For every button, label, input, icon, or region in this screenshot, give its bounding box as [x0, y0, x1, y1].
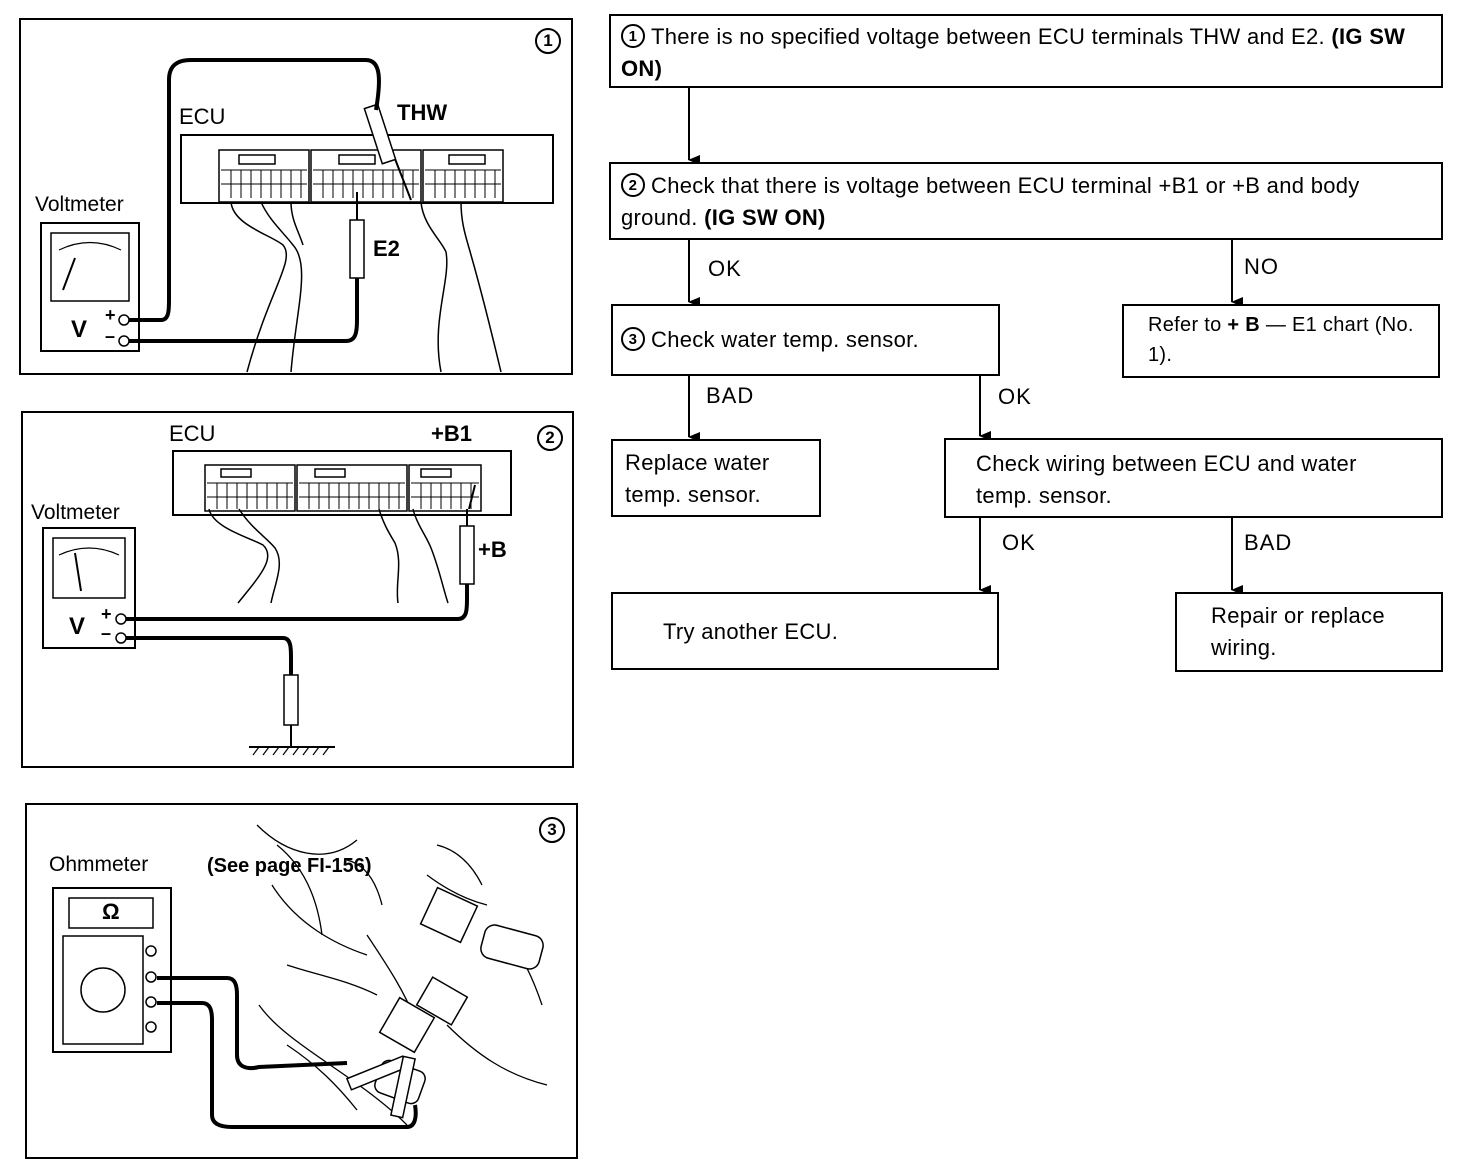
flow-refer-b-e1: Refer to + B — E1 chart (No. 1). — [1122, 304, 1440, 378]
panel-1-illustration — [40, 58, 554, 373]
check-wiring-text: Check wiring between ECU and water temp.… — [976, 451, 1357, 508]
panel-2-number: 2 — [537, 425, 563, 451]
voltmeter-v-label: V — [69, 613, 86, 640]
voltmeter-dial — [50, 232, 130, 302]
voltmeter-dial — [52, 537, 126, 599]
branch-label-bad-step3: BAD — [706, 383, 755, 408]
branch-label-bad-wiring: BAD — [1244, 530, 1293, 555]
connector-pins — [221, 169, 501, 198]
voltmeter-needle — [62, 257, 76, 291]
voltmeter-needle — [74, 552, 82, 592]
positive-lead-wire — [124, 58, 381, 322]
voltmeter-label: Voltmeter — [31, 501, 120, 524]
repair-wiring-text: Repair or replace wiring. — [1211, 603, 1385, 660]
minus-terminal-label: – — [105, 326, 116, 346]
refer-post-text: — E1 chart (No. 1). — [1148, 314, 1414, 366]
b-probe — [459, 484, 476, 585]
negative-lead-wire — [126, 636, 293, 675]
page-reference-label: (See page FI-156) — [207, 855, 372, 877]
b1-label: +B1 — [431, 421, 472, 446]
e2-probe — [349, 192, 365, 279]
branch-label-ok-wiring: OK — [1002, 530, 1036, 555]
voltmeter-body — [40, 222, 140, 352]
water-temp-sensor — [374, 886, 544, 1105]
panel-1-voltmeter-thw-e2: 1 ECU THW E2 Voltmeter V + – — [19, 18, 573, 375]
panel-3-number: 3 — [539, 817, 565, 843]
positive-lead-wire — [126, 584, 469, 621]
branch-label-ok-step2: OK — [708, 256, 742, 281]
ground-probe — [283, 674, 299, 726]
flow-replace-sensor: Replace water temp. sensor. — [611, 439, 821, 517]
step-1-text: There is no specified voltage between EC… — [651, 24, 1325, 49]
ohmmeter-body — [52, 887, 172, 1053]
step-1-number: 1 — [621, 24, 645, 49]
voltmeter-label: Voltmeter — [35, 193, 124, 216]
voltmeter-body — [42, 527, 136, 649]
branch-label-ok-step3: OK — [998, 384, 1032, 409]
ecu-label: ECU — [169, 421, 216, 446]
minus-terminal-label: – — [101, 623, 112, 643]
flow-try-ecu: Try another ECU. — [611, 592, 999, 670]
flow-check-wiring: Check wiring between ECU and water temp.… — [944, 438, 1443, 518]
flow-repair-wiring: Repair or replace wiring. — [1175, 592, 1443, 672]
panel-1-number: 1 — [535, 28, 561, 54]
ecu-label: ECU — [179, 104, 226, 129]
step-2-number: 2 — [621, 173, 645, 198]
try-ecu-text: Try another ECU. — [663, 619, 839, 644]
step-1-condition: (IG SW ON) — [621, 24, 1406, 81]
panel-3-ohmmeter-sensor: 3 Ohmmeter (See page FI-156) Ω — [25, 803, 578, 1159]
lead-wire-2 — [157, 1001, 418, 1129]
lead-wire-1 — [157, 976, 348, 1071]
plus-terminal-label: + — [101, 604, 112, 624]
ecu-connectors — [218, 149, 504, 203]
step-2-text: Check that there is voltage between ECU … — [621, 173, 1360, 230]
wire-harness — [208, 508, 449, 604]
refer-bold-text: + B — [1227, 314, 1260, 336]
step-3-text: Check water temp. sensor. — [651, 327, 919, 352]
panel-2-illustration — [42, 450, 512, 756]
voltmeter-v-label: V — [71, 316, 88, 343]
plus-terminal-label: + — [105, 305, 116, 325]
panel-3-illustration — [52, 824, 548, 1129]
connector-pins — [207, 482, 479, 509]
ecu-housing — [172, 450, 512, 516]
thw-probe — [363, 103, 412, 201]
panel-2-voltmeter-b1-ground: 2 ECU +B1 +B Voltmeter V + – — [21, 411, 574, 768]
ecu-housing — [180, 134, 554, 204]
replace-sensor-text: Replace water temp. sensor. — [625, 450, 770, 507]
refer-pre-text: Refer to — [1148, 314, 1222, 336]
ohmmeter-display — [68, 897, 154, 929]
wire-harness — [230, 201, 502, 373]
ohmmeter-dial — [80, 967, 126, 1013]
thw-label: THW — [397, 100, 448, 125]
ohmmeter-probes — [345, 1055, 416, 1119]
branch-label-no-step2: NO — [1244, 254, 1279, 279]
b-label: +B — [478, 537, 507, 562]
negative-lead-wire — [124, 278, 359, 343]
ohm-symbol: Ω — [102, 899, 120, 924]
step-2-condition: (IG SW ON) — [704, 205, 826, 230]
step-3-number: 3 — [621, 327, 645, 352]
ohmmeter-label: Ohmmeter — [49, 853, 149, 876]
e2-label: E2 — [373, 236, 400, 261]
ecu-connectors — [204, 464, 482, 512]
